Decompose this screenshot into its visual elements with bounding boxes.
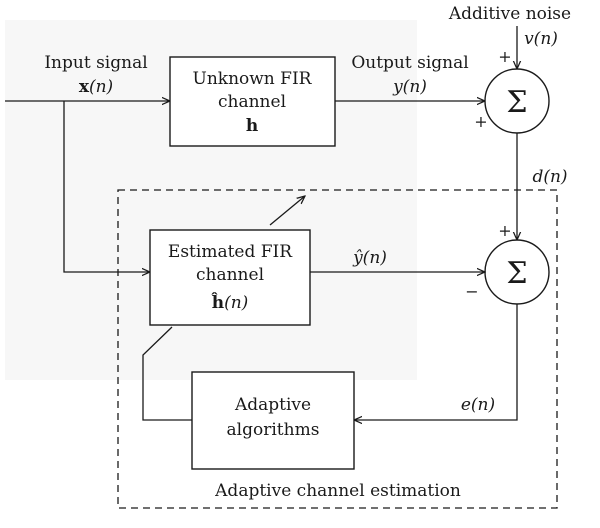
desired-signal-expr: d(n): [532, 167, 567, 187]
estimated-channel-line1: Estimated FIR: [168, 242, 293, 262]
estimated-channel-var: ĥ(n): [211, 292, 249, 313]
unknown-fir-channel-box: [169, 56, 336, 147]
unknown-channel-line1: Unknown FIR: [193, 69, 313, 89]
sigma-top: Σ: [506, 85, 527, 120]
adaptive-algorithms-box: [191, 371, 355, 470]
input-signal-expr: x(n): [79, 77, 113, 97]
estimated-channel-line2: channel: [196, 265, 264, 285]
adaptive-algo-line1: Adaptive: [234, 395, 311, 415]
plus-sign-desired: +: [498, 221, 511, 240]
estimated-fir-channel-box: [149, 229, 311, 326]
adaptation-arrow: [269, 196, 305, 226]
plus-sign-noise: +: [498, 47, 511, 66]
input-branch-wire: [63, 101, 150, 272]
unknown-channel-var: h: [246, 116, 258, 136]
noise-expr: v(n): [524, 29, 558, 49]
output-signal-expr: y(n): [392, 77, 427, 97]
feedback-wire: [142, 326, 192, 421]
adaptive-region-border: [117, 189, 558, 509]
minus-sign-estimate: −: [465, 282, 478, 301]
adaptive-region-label: Adaptive channel estimation: [214, 481, 461, 501]
unknown-channel-line2: channel: [218, 92, 286, 112]
additive-noise-label: Additive noise: [448, 4, 571, 24]
estimated-output-expr: ŷ(n): [352, 248, 387, 268]
plus-sign-output: +: [474, 112, 487, 131]
error-signal-expr: e(n): [461, 395, 495, 415]
sigma-bottom: Σ: [506, 256, 527, 291]
input-signal-label: Input signal: [44, 53, 147, 73]
adaptive-algo-line2: algorithms: [227, 420, 320, 440]
output-signal-label: Output signal: [351, 53, 468, 73]
error-wire: [354, 304, 518, 420]
